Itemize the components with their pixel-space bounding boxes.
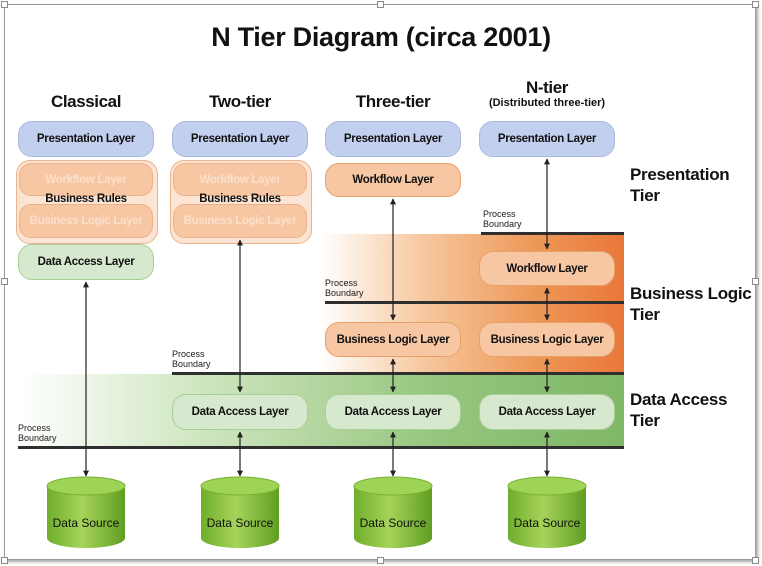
business-logic-layer: Business Logic Layer — [173, 204, 307, 238]
column-heading-two-tier: Two-tier — [209, 92, 271, 111]
database-icon — [46, 476, 126, 548]
presentation-layer: Presentation Layer — [18, 121, 154, 157]
business-rules-label: Business Rules — [199, 193, 281, 205]
diagram-title: N Tier Diagram (circa 2001) — [211, 22, 551, 52]
resize-handle-right[interactable] — [752, 278, 759, 285]
data-access-layer: Data Access Layer — [479, 394, 615, 430]
database-icon — [507, 476, 587, 548]
column-heading-classical: Classical — [50, 92, 122, 111]
process-boundary-line — [18, 446, 624, 449]
resize-handle-bottom-right[interactable] — [752, 557, 759, 564]
data-source-database: Data Source — [507, 476, 587, 550]
resize-handle-top-right[interactable] — [752, 1, 759, 8]
data-access-layer: Data Access Layer — [172, 394, 308, 430]
column-heading-n-tier: N-tier — [526, 78, 568, 97]
column-subheading-n-tier: (Distributed three-tier) — [488, 97, 606, 109]
process-boundary-line — [325, 301, 624, 304]
resize-handle-bottom-left[interactable] — [1, 557, 8, 564]
database-icon — [200, 476, 280, 548]
resize-handle-top[interactable] — [377, 1, 384, 8]
process-boundary-line — [172, 372, 624, 375]
business-logic-layer: Business Logic Layer — [325, 322, 461, 357]
process-boundary-line — [481, 232, 624, 235]
business-logic-layer: Business Logic Layer — [19, 204, 153, 238]
data-source-label: Data Source — [206, 516, 274, 530]
presentation-layer: Presentation Layer — [325, 121, 461, 157]
resize-handle-bottom[interactable] — [377, 557, 384, 564]
business-logic-layer: Business Logic Layer — [479, 322, 615, 357]
data-access-layer: Data Access Layer — [18, 244, 154, 280]
data-access-layer: Data Access Layer — [325, 394, 461, 430]
data-source-database: Data Source — [200, 476, 280, 550]
workflow-layer: Workflow Layer — [325, 163, 461, 197]
data-source-database: Data Source — [353, 476, 433, 550]
resize-handle-left[interactable] — [1, 278, 8, 285]
data-source-database: Data Source — [46, 476, 126, 550]
workflow-layer: Workflow Layer — [19, 163, 153, 196]
resize-handle-top-left[interactable] — [1, 1, 8, 8]
column-heading-three-tier: Three-tier — [355, 92, 431, 111]
database-icon — [353, 476, 433, 548]
presentation-layer: Presentation Layer — [172, 121, 308, 157]
workflow-layer: Workflow Layer — [173, 163, 307, 196]
data-source-label: Data Source — [513, 516, 581, 530]
presentation-layer: Presentation Layer — [479, 121, 615, 157]
data-source-label: Data Source — [359, 516, 427, 530]
data-source-label: Data Source — [52, 516, 120, 530]
workflow-layer: Workflow Layer — [479, 251, 615, 286]
business-rules-label: Business Rules — [45, 193, 127, 205]
